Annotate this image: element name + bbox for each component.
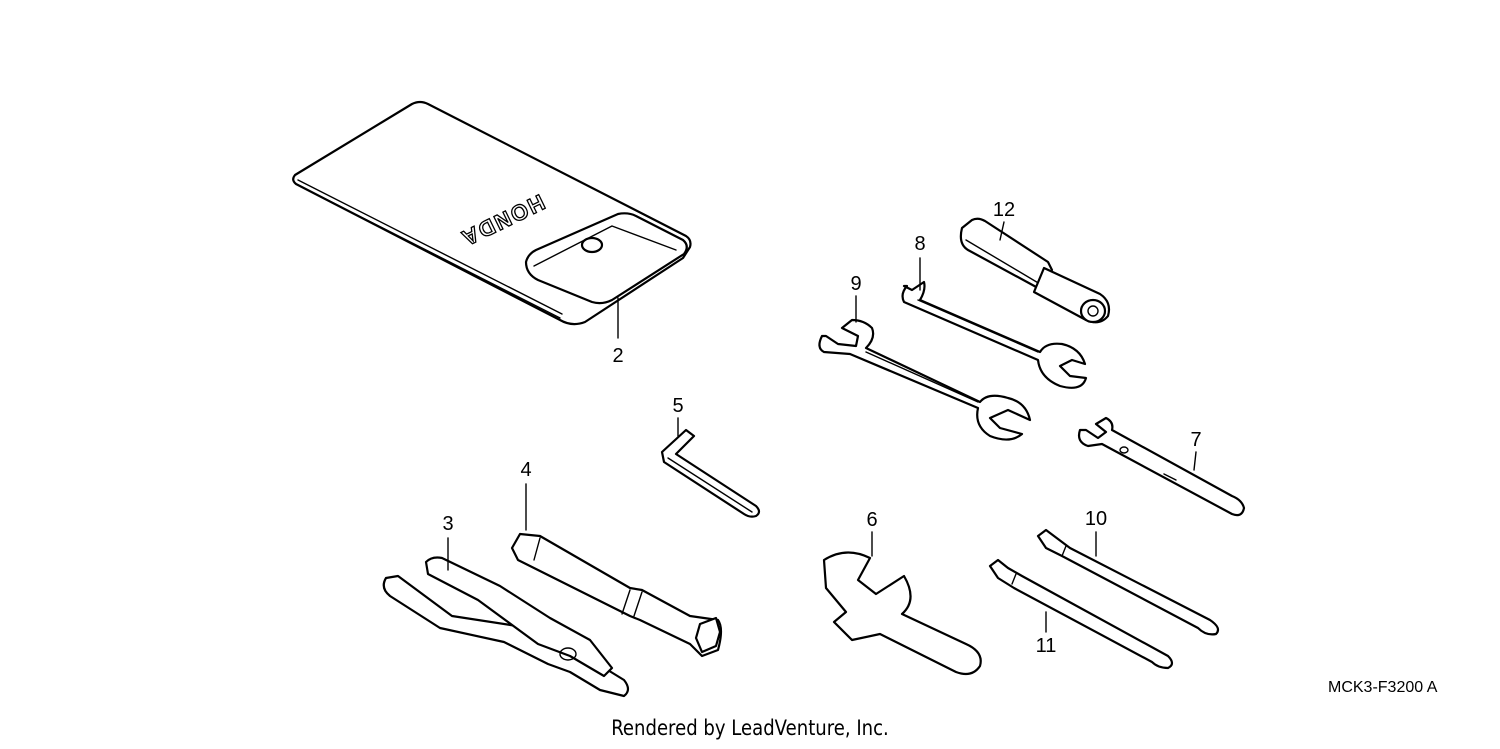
honda-logo: HONDA <box>456 190 548 252</box>
diagram-part-code: MCK3-F3200 A <box>1328 679 1438 696</box>
callout-12: 12 <box>993 199 1015 221</box>
wrench-flat-part <box>1077 416 1246 517</box>
pliers-part <box>382 556 630 698</box>
socket-handle-part <box>959 217 1111 324</box>
wrench-small-part <box>901 280 1088 389</box>
callout-6: 6 <box>866 509 877 531</box>
callout-11: 11 <box>1036 635 1057 657</box>
callout-leaders <box>447 221 1197 633</box>
callout-5: 5 <box>672 395 683 417</box>
screwdriver-short-part <box>988 558 1174 670</box>
render-credit: Rendered by LeadVenture, Inc. <box>611 716 889 740</box>
callout-2: 2 <box>612 345 623 367</box>
pin-spanner-part <box>822 551 982 676</box>
hex-key-part <box>660 428 761 518</box>
callout-8: 8 <box>914 233 925 255</box>
callout-9: 9 <box>850 273 861 295</box>
callout-7: 7 <box>1190 429 1201 451</box>
callout-numbers: 2 3 4 5 6 7 8 9 10 11 12 <box>442 199 1201 657</box>
callout-4: 4 <box>520 459 531 481</box>
wrench-double-part <box>818 318 1032 441</box>
tool-bag-part: HONDA <box>292 100 692 326</box>
plug-wrench-part <box>510 532 723 658</box>
screwdriver-long-part <box>1036 528 1220 636</box>
callout-3: 3 <box>442 513 453 535</box>
callout-10: 10 <box>1085 508 1107 530</box>
